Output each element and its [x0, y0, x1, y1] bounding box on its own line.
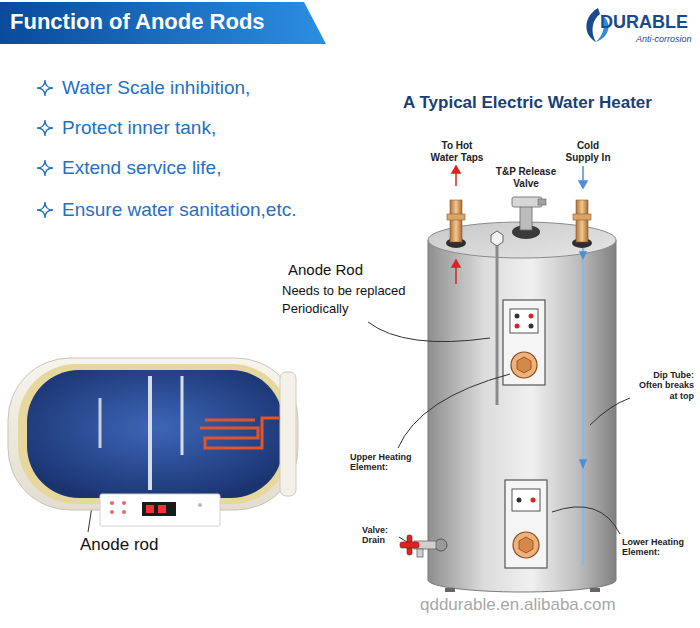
water-heater	[452, 260, 460, 267]
water-heater	[529, 324, 534, 329]
water-heater	[538, 199, 546, 205]
horizontal-water-heater	[122, 501, 126, 505]
horizontal-water-heater	[122, 510, 126, 514]
part-label: Dip Tube: Often breaks at top	[634, 370, 694, 401]
horizontal-water-heater	[27, 370, 283, 498]
part-label: Upper Heating Element:	[350, 452, 418, 473]
horizontal-water-heater	[100, 494, 220, 526]
bullet-star	[37, 202, 53, 218]
horizontal-water-heater	[181, 376, 184, 455]
bullet-star	[37, 120, 53, 136]
water-heater	[491, 231, 503, 246]
bullet-text: Protect inner tank,	[62, 117, 216, 139]
water-heater	[455, 172, 457, 186]
header-band	[0, 2, 326, 44]
figure-title: A Typical Electric Water Heater	[370, 93, 685, 113]
bullet-text: Water Scale inhibition,	[62, 77, 250, 99]
water-heater	[503, 300, 545, 385]
part-label: To Hot Water Taps	[427, 140, 487, 163]
horizontal-water-heater	[99, 398, 102, 448]
water-heater	[590, 588, 600, 592]
horizontal-water-heater	[200, 418, 280, 448]
water-heater	[400, 542, 419, 548]
water-heater	[455, 266, 457, 284]
horizontal-water-heater	[142, 502, 176, 516]
leader-line	[552, 507, 620, 534]
water-heater	[582, 166, 584, 182]
water-heater	[519, 537, 533, 553]
part-label: T&P Release Valve	[492, 166, 560, 189]
water-heater	[515, 324, 520, 329]
horizontal-water-heater	[110, 510, 114, 514]
part-label: Valve: Drain	[362, 525, 396, 546]
water-heater	[580, 460, 586, 467]
header-band	[0, 45, 600, 47]
water-heater	[573, 214, 591, 220]
water-heater	[452, 166, 460, 284]
water-heater	[529, 314, 534, 319]
horizontal-water-heater	[205, 419, 255, 422]
leader-line	[368, 322, 490, 342]
leader-line	[398, 374, 510, 448]
water-heater	[531, 498, 536, 503]
horizontal-water-heater	[8, 358, 298, 526]
water-heater	[428, 240, 616, 592]
water-heater	[579, 181, 587, 188]
water-heater	[452, 166, 460, 173]
water-heater	[580, 252, 586, 258]
leader-line	[399, 537, 407, 542]
brand-name: DURABLE	[600, 12, 688, 33]
water-heater	[515, 314, 520, 319]
horizontal-water-heater	[18, 364, 290, 504]
horizontal-water-heater	[148, 376, 152, 490]
water-heater	[435, 539, 447, 551]
watermark: qddurable.en.alibaba.com	[420, 595, 616, 615]
water-heater	[496, 244, 499, 405]
water-heater	[510, 309, 538, 333]
part-label: Cold Supply In	[561, 140, 615, 163]
water-heater	[582, 248, 585, 565]
water-heater	[520, 206, 532, 230]
part-label: Anode Rod	[288, 261, 363, 278]
water-heater	[579, 166, 587, 565]
horizontal-water-heater	[110, 501, 114, 505]
water-heater	[447, 214, 465, 220]
part-label: Lower Heating Element:	[622, 537, 690, 558]
part-note: Needs to be replaced Periodically	[282, 282, 420, 317]
brand-tagline: Anti-corrosion	[636, 34, 692, 44]
water-heater	[517, 498, 522, 503]
water-heater	[576, 200, 588, 242]
logo-icon	[586, 8, 600, 42]
header-title: Function of Anode Rods	[10, 9, 265, 34]
water-heater	[512, 197, 542, 207]
water-heater	[505, 480, 547, 568]
horizontal-water-heater	[280, 372, 296, 496]
water-heater	[512, 489, 540, 511]
bullet-star	[37, 80, 53, 218]
horizontal-water-heater	[198, 503, 202, 507]
horizontal-water-heater	[8, 358, 298, 510]
horizontal-water-heater	[158, 505, 166, 513]
water-heater	[445, 588, 455, 592]
water-heater	[450, 200, 462, 242]
water-heater	[511, 352, 537, 378]
leader-line	[590, 398, 630, 425]
bullet-text: Ensure water sanitation,etc.	[62, 199, 296, 221]
header-band	[0, 2, 600, 46]
water-heater	[513, 532, 539, 558]
horizontal-water-heater	[146, 505, 154, 513]
bullet-star	[37, 160, 53, 176]
bullet-star	[37, 80, 53, 96]
water-heater	[517, 357, 531, 373]
part-label: Anode rod	[80, 535, 158, 555]
water-heater	[400, 166, 616, 592]
water-heater	[400, 535, 419, 555]
water-heater	[417, 549, 423, 557]
bullet-text: Extend service life,	[62, 157, 221, 179]
